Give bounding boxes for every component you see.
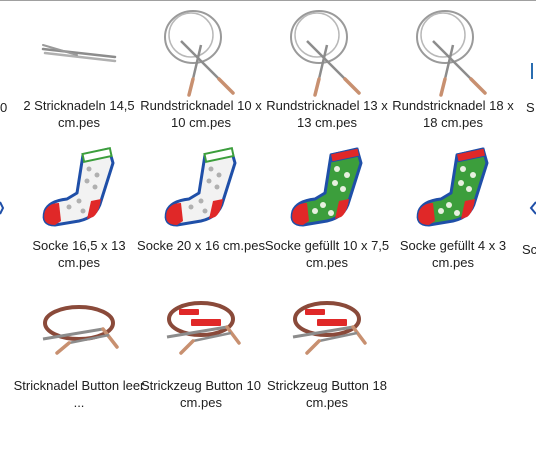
file-name-label[interactable]: Socke 16,5 x 13 cm.pes: [32, 238, 126, 270]
sock-white-icon: [164, 146, 237, 227]
file-item[interactable]: Socke 20 x 16 cm.pes: [137, 141, 265, 271]
file-thumbnail[interactable]: [287, 281, 367, 377]
sock-white-icon: [42, 146, 115, 227]
partial-label-right[interactable]: S: [526, 100, 535, 115]
file-item[interactable]: Rundstricknadel 10 x 10 cm.pes: [140, 1, 262, 131]
file-thumbnail[interactable]: [161, 281, 241, 377]
file-item[interactable]: Socke gefüllt 10 x 7,5 cm.pes: [265, 141, 389, 271]
file-thumbnail[interactable]: [39, 281, 119, 377]
file-name-label[interactable]: Rundstricknadel 18 x 18 cm.pes: [392, 98, 514, 130]
file-name-label[interactable]: Rundstricknadel 10 x 10 cm.pes: [140, 98, 262, 130]
partial-label-right-2[interactable]: Sc: [522, 242, 536, 257]
file-name-label[interactable]: 2 Stricknadeln 14,5 cm.pes: [23, 98, 135, 130]
file-name-label[interactable]: Strickzeug Button 10 cm.pes: [141, 378, 261, 410]
circular-needle-icon: [290, 10, 361, 97]
file-name-label[interactable]: Socke gefüllt 10 x 7,5 cm.pes: [264, 238, 390, 270]
sock-filled-icon: [416, 147, 489, 227]
file-name-label[interactable]: Stricknadel Button leer ...: [13, 378, 145, 410]
file-name-label[interactable]: Socke gefüllt 4 x 3 cm.pes: [399, 238, 507, 270]
file-name-label[interactable]: Strickzeug Button 18 cm.pes: [267, 378, 387, 410]
file-item[interactable]: Strickzeug Button 18 cm.pes: [266, 281, 388, 411]
file-thumbnail[interactable]: [39, 141, 119, 237]
file-thumbnail[interactable]: [161, 1, 241, 97]
file-thumbnail[interactable]: [413, 141, 493, 237]
file-item[interactable]: Strickzeug Button 10 cm.pes: [140, 281, 262, 411]
file-item[interactable]: Stricknadel Button leer ...: [14, 281, 144, 411]
file-item[interactable]: Rundstricknadel 18 x 18 cm.pes: [392, 1, 514, 131]
file-item[interactable]: Socke gefüllt 4 x 3 cm.pes: [392, 141, 514, 271]
partial-label-left[interactable]: 0: [0, 100, 8, 115]
needle-button-text-icon: [292, 301, 367, 355]
file-name-label[interactable]: Rundstricknadel 13 x 13 cm.pes: [266, 98, 388, 130]
file-thumbnail[interactable]: [413, 1, 493, 97]
file-thumbnail[interactable]: [287, 1, 367, 97]
file-thumbnail[interactable]: [287, 141, 367, 237]
circular-needle-icon: [164, 10, 235, 97]
file-item[interactable]: Rundstricknadel 13 x 13 cm.pes: [266, 1, 388, 131]
file-thumbnail[interactable]: [161, 141, 241, 237]
sock-filled-icon: [290, 147, 363, 227]
file-thumbnail[interactable]: [39, 1, 119, 97]
file-item[interactable]: Socke 16,5 x 13 cm.pes: [18, 141, 140, 271]
partial-thumb-right-2[interactable]: [528, 196, 536, 216]
file-item[interactable]: 2 Stricknadeln 14,5 cm.pes: [18, 1, 140, 131]
partial-thumb-right[interactable]: [528, 61, 536, 81]
partial-thumb-left[interactable]: [0, 196, 6, 216]
circular-needle-icon: [416, 10, 487, 97]
straight-needles-icon: [41, 44, 117, 63]
file-name-label[interactable]: Socke 20 x 16 cm.pes: [137, 238, 265, 253]
needle-button-empty-icon: [42, 305, 119, 355]
top-border: [0, 0, 536, 1]
needle-button-text-icon: [166, 301, 241, 355]
